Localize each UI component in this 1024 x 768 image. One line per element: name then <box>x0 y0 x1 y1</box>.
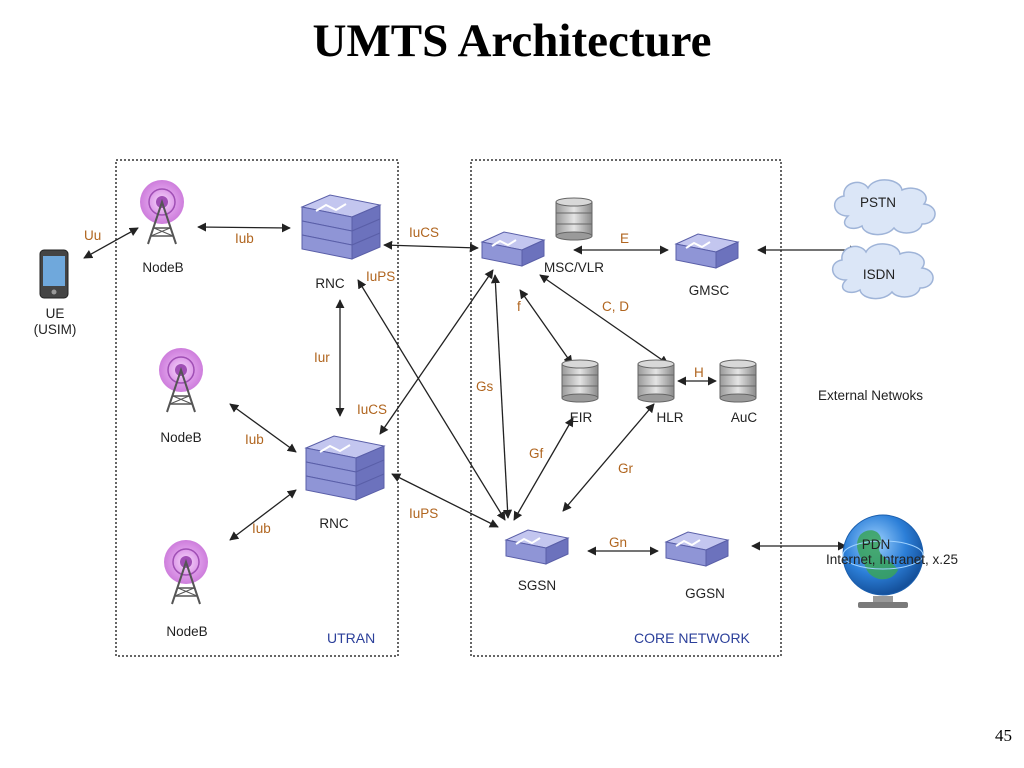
isdn-label: ISDN <box>863 267 895 282</box>
iups-bottom-interface-label: IuPS <box>409 506 438 521</box>
gn-interface-label: Gn <box>609 535 627 550</box>
gs-link <box>490 274 513 519</box>
msc-vlr-label: MSC/VLR <box>544 260 604 275</box>
rnc-top-icon <box>301 194 381 260</box>
iucs-top-interface-label: IuCS <box>409 225 439 240</box>
pdn-globe-icon <box>842 514 924 608</box>
iur-interface-label: Iur <box>314 350 330 365</box>
pdn-sublabel: Internet, Intranet, x.25 <box>826 552 958 567</box>
ue-label: UE <box>46 306 65 321</box>
gmsc-icon <box>675 233 739 269</box>
auc-label: AuC <box>731 410 758 425</box>
iub-bottom-interface-label: Iub <box>252 521 271 536</box>
external-networks-label: External Netwoks <box>818 388 923 403</box>
nodeb-top-label: NodeB <box>142 260 183 275</box>
utran-region-label: UTRAN <box>327 630 375 646</box>
nodeb-mid-antenna-icon <box>158 347 204 413</box>
nodeb-mid-label: NodeB <box>160 430 201 445</box>
sgsn-label: SGSN <box>518 578 556 593</box>
ue-phone-icon <box>39 249 69 299</box>
nodeb-top-antenna-icon <box>139 179 185 245</box>
sgsn-icon <box>505 529 569 565</box>
pstn-label: PSTN <box>860 195 896 210</box>
gf-link <box>513 417 574 521</box>
rnc-top-label: RNC <box>315 276 344 291</box>
gr-link <box>562 403 655 512</box>
iucs-bottom-link <box>379 269 494 435</box>
slide-title: UMTS Architecture <box>312 15 712 67</box>
eir-database-icon <box>561 359 599 403</box>
iups-bottom-link <box>391 473 499 528</box>
core-network-region-label: CORE NETWORK <box>634 630 751 646</box>
gf-interface-label: Gf <box>529 446 544 461</box>
iub-bottom-link <box>229 489 297 541</box>
ue-sublabel: (USIM) <box>34 322 77 337</box>
uu-link <box>83 227 139 259</box>
iub-mid-interface-label: Iub <box>245 432 264 447</box>
gmsc-label: GMSC <box>689 283 730 298</box>
ggsn-icon <box>665 531 729 567</box>
iucs-top-link <box>383 240 479 253</box>
gr-interface-label: Gr <box>618 461 634 476</box>
iub-top-interface-label: Iub <box>235 231 254 246</box>
cd-link <box>539 274 669 365</box>
auc-database-icon <box>719 359 757 403</box>
cd-interface-label: C, D <box>602 299 629 314</box>
iups-top-interface-label: IuPS <box>366 269 395 284</box>
iucs-bottom-interface-label: IuCS <box>357 402 387 417</box>
iub-top-link <box>197 222 291 233</box>
rnc-bottom-label: RNC <box>319 516 348 531</box>
msc-vlr-icon <box>481 231 545 267</box>
uu-interface-label: Uu <box>84 228 101 243</box>
hlr-label: HLR <box>656 410 683 425</box>
f-link <box>519 289 573 365</box>
gs-interface-label: Gs <box>476 379 494 394</box>
nodeb-bottom-label: NodeB <box>166 624 207 639</box>
pdn-label: PDN <box>862 537 891 552</box>
hlr-database-icon <box>637 359 675 403</box>
e-interface-label: E <box>620 231 629 246</box>
ggsn-label: GGSN <box>685 586 725 601</box>
iub-mid-link <box>229 403 297 453</box>
f-interface-label: f <box>517 299 521 314</box>
nodeb-bottom-antenna-icon <box>163 539 209 605</box>
h-interface-label: H <box>694 365 704 380</box>
rnc-bottom-icon <box>305 435 385 501</box>
msc-vlr-database-icon <box>555 197 593 241</box>
page-number: 45 <box>995 726 1012 745</box>
eir-label: EIR <box>570 410 593 425</box>
